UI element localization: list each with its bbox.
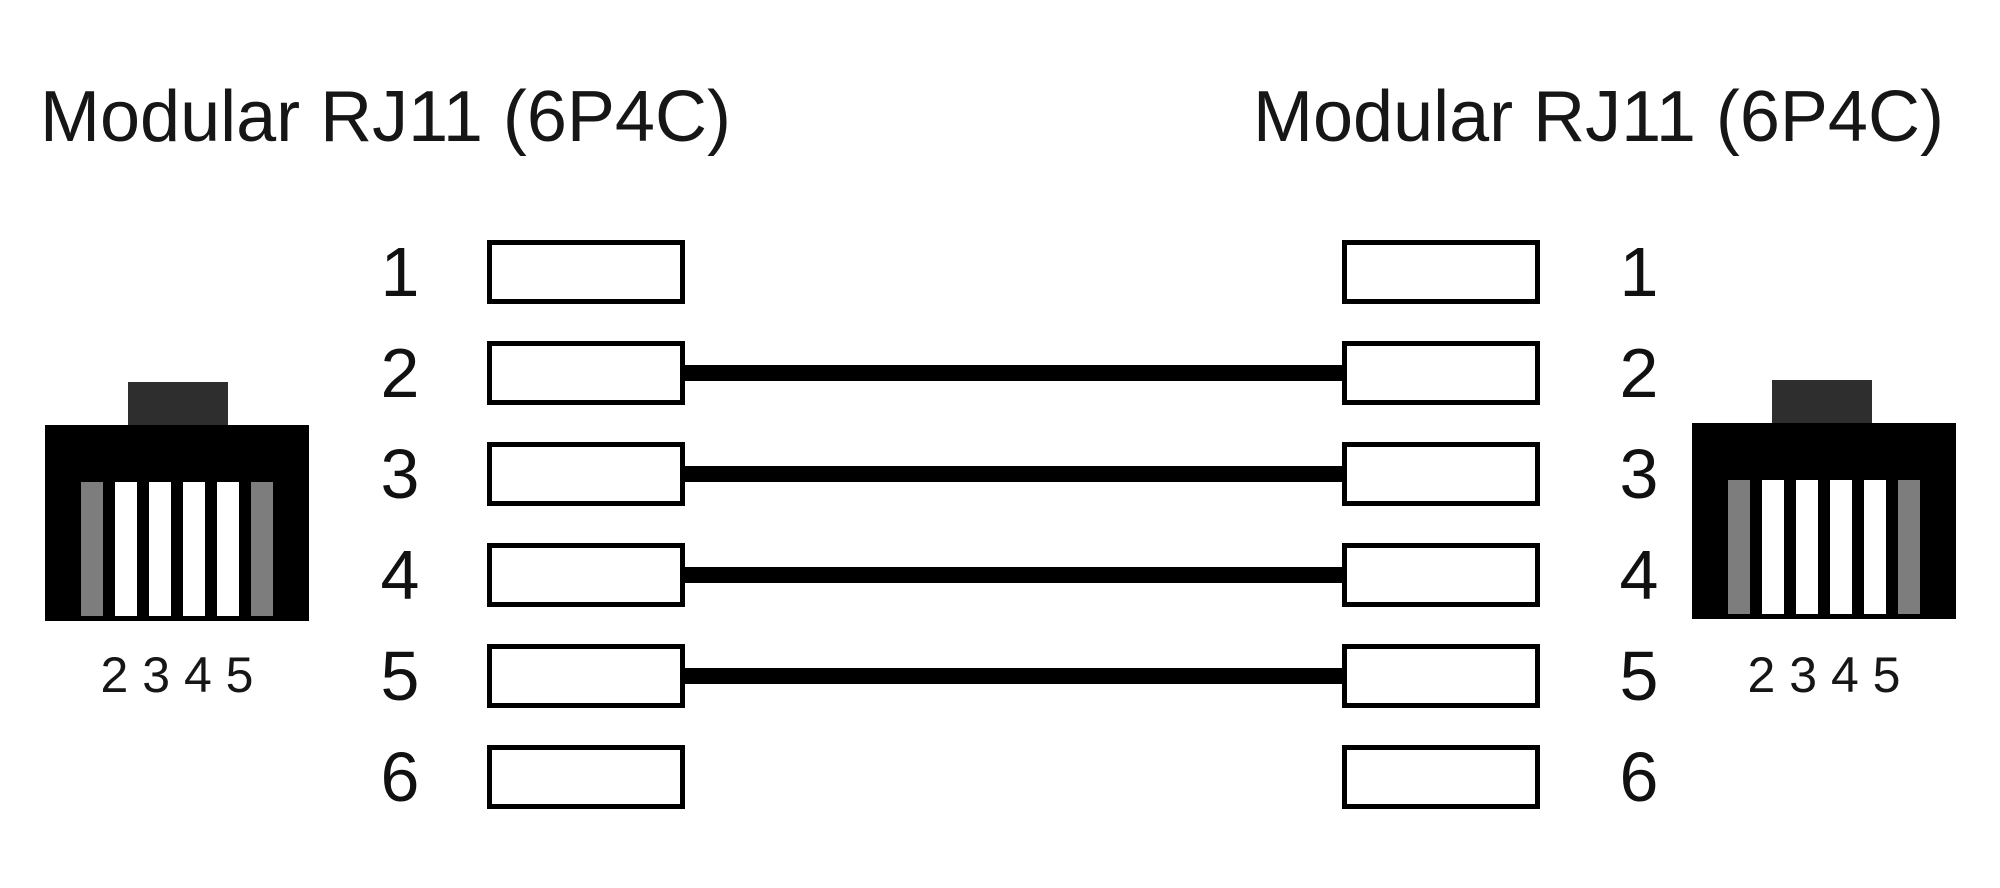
plug-body-icon xyxy=(1692,423,1956,619)
plug-tab-icon xyxy=(128,382,228,426)
pin-number-left-2: 2 xyxy=(380,334,420,412)
plug-slot-icon xyxy=(1830,480,1852,614)
plug-pins-label-left: 2 3 4 5 xyxy=(100,647,254,703)
pin-contact-right-4 xyxy=(1342,543,1540,607)
pin-number-left-6: 6 xyxy=(380,738,420,816)
pin-contact-left-5 xyxy=(487,644,685,708)
plug-slot-icon xyxy=(1762,480,1784,614)
pin-number-right-1: 1 xyxy=(1619,233,1659,311)
pin-number-right-5: 5 xyxy=(1619,637,1659,715)
plug-slot-icon xyxy=(183,482,205,616)
wire-pin2-to-pin2 xyxy=(685,365,1342,381)
pin-number-left-1: 1 xyxy=(380,233,420,311)
plug-slot-icon xyxy=(1796,480,1818,614)
pin-contact-right-3 xyxy=(1342,442,1540,506)
pin-contact-left-2 xyxy=(487,341,685,405)
plug-slot-icon xyxy=(81,482,103,616)
plug-slot-icon xyxy=(115,482,137,616)
pin-contact-left-6 xyxy=(487,745,685,809)
plug-slot-icon xyxy=(217,482,239,616)
pin-number-left-5: 5 xyxy=(380,637,420,715)
pin-contact-right-2 xyxy=(1342,341,1540,405)
plug-slot-icon xyxy=(149,482,171,616)
pin-contact-left-4 xyxy=(487,543,685,607)
pin-number-right-3: 3 xyxy=(1619,435,1659,513)
plug-pins-label-right: 2 3 4 5 xyxy=(1747,647,1901,703)
pin-number-left-3: 3 xyxy=(380,435,420,513)
pin-number-right-4: 4 xyxy=(1619,536,1659,614)
plug-slot-icon xyxy=(1728,480,1750,614)
pin-number-right-2: 2 xyxy=(1619,334,1659,412)
pin-number-right-6: 6 xyxy=(1619,738,1659,816)
wire-pin3-to-pin3 xyxy=(685,466,1342,482)
plug-tab-icon xyxy=(1772,380,1872,424)
plug-slot-icon xyxy=(1898,480,1920,614)
plug-slot-icon xyxy=(1864,480,1886,614)
pin-contact-right-5 xyxy=(1342,644,1540,708)
pin-contact-left-3 xyxy=(487,442,685,506)
plug-body-icon xyxy=(45,425,309,621)
wire-pin5-to-pin5 xyxy=(685,668,1342,684)
diagram-title-right: Modular RJ11 (6P4C) xyxy=(1253,77,1944,157)
pin-contact-right-1 xyxy=(1342,240,1540,304)
plug-slot-icon xyxy=(251,482,273,616)
pin-contact-right-6 xyxy=(1342,745,1540,809)
pin-contact-left-1 xyxy=(487,240,685,304)
diagram-title-left: Modular RJ11 (6P4C) xyxy=(40,77,731,157)
wire-pin4-to-pin4 xyxy=(685,567,1342,583)
pin-number-left-4: 4 xyxy=(380,536,420,614)
